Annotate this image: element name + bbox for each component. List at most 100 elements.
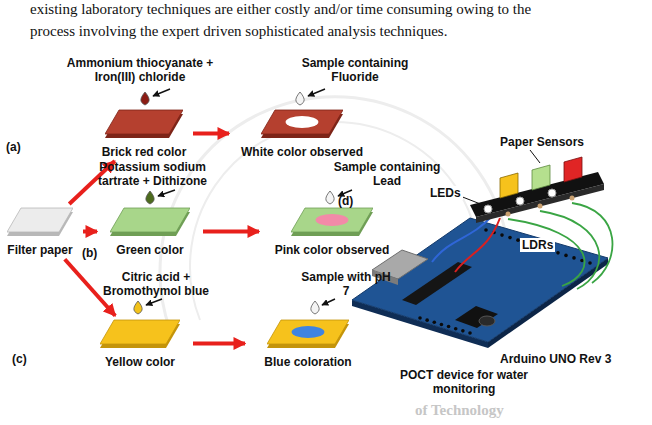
paper-sensor bbox=[500, 173, 518, 198]
header-pin bbox=[508, 236, 512, 240]
paper-face bbox=[7, 208, 73, 232]
led bbox=[484, 205, 492, 213]
header-pin bbox=[484, 228, 488, 232]
header-pin bbox=[461, 329, 465, 333]
sensor-holder bbox=[432, 150, 612, 289]
header-pin bbox=[588, 261, 592, 265]
reaction-arrow bbox=[203, 230, 259, 234]
part-label: LDRs bbox=[520, 238, 555, 252]
reaction-arrow bbox=[193, 342, 245, 346]
filter-paper: Filter paper bbox=[0, 206, 80, 257]
reaction-arrow bbox=[193, 132, 229, 136]
result-paper: White color observed bbox=[232, 108, 372, 159]
leader-line bbox=[460, 196, 483, 205]
paper-face bbox=[100, 320, 180, 344]
paper-shape bbox=[110, 206, 190, 238]
header-pin bbox=[418, 316, 422, 320]
panel-letter: (c) bbox=[12, 352, 27, 366]
ldr-wire bbox=[572, 203, 612, 283]
ldr bbox=[506, 212, 511, 217]
header-pin bbox=[500, 233, 504, 237]
paper-sensor bbox=[532, 165, 550, 190]
color-spot bbox=[316, 214, 349, 226]
pointer-arrow bbox=[146, 299, 162, 305]
header-pin bbox=[447, 325, 451, 329]
reagent-paper: Brick red color bbox=[98, 108, 190, 159]
led bbox=[548, 189, 556, 197]
body-text: process involving the expert driven soph… bbox=[30, 22, 447, 40]
reagent-paper: Green color bbox=[100, 206, 200, 257]
part-label: Arduino UNO Rev 3 bbox=[500, 352, 611, 366]
paper-caption: Green color bbox=[100, 243, 200, 257]
color-spot bbox=[292, 326, 325, 338]
paper-face bbox=[110, 208, 190, 232]
paper-shape bbox=[100, 318, 180, 350]
reagent-drop bbox=[134, 301, 142, 314]
header-pin bbox=[440, 323, 444, 327]
panel-letter: (d) bbox=[338, 194, 353, 208]
sample-drop bbox=[296, 92, 304, 105]
header-pin bbox=[468, 331, 472, 335]
result-paper: Pink color observed bbox=[262, 206, 402, 257]
pointer-arrow bbox=[322, 299, 335, 305]
header-pin bbox=[454, 327, 458, 331]
panel-letter: (a) bbox=[6, 140, 21, 154]
leader-line bbox=[530, 150, 540, 163]
watermark-text: of Technology bbox=[415, 403, 504, 417]
ldr-wire bbox=[508, 219, 585, 286]
pointer-arrow bbox=[153, 89, 170, 96]
header-pin bbox=[572, 256, 576, 260]
paper-caption: Blue coloration bbox=[248, 355, 368, 369]
sample-label: Sample with pH 7 bbox=[300, 270, 392, 298]
ldr bbox=[570, 196, 575, 201]
led bbox=[516, 197, 524, 205]
sample-drop bbox=[311, 301, 319, 314]
reagent-drop bbox=[141, 92, 149, 105]
device-caption: POCT device for water monitoring bbox=[378, 368, 550, 396]
paper-face bbox=[291, 208, 373, 232]
paper-shape bbox=[105, 108, 183, 140]
reaction-arrow bbox=[83, 230, 97, 234]
paper-face bbox=[105, 110, 183, 134]
led-wire bbox=[455, 218, 500, 272]
led-wire bbox=[432, 216, 492, 262]
header-pin bbox=[556, 251, 560, 255]
paper-shape bbox=[7, 206, 73, 238]
paper-sensor bbox=[564, 157, 582, 182]
header-pin bbox=[564, 254, 568, 258]
power-jack bbox=[455, 306, 498, 328]
reagent-label: Potassium sodium tartrate + Dithizone bbox=[85, 160, 220, 188]
header-pin bbox=[432, 320, 436, 324]
paper-face bbox=[267, 320, 349, 344]
paper-caption: Brick red color bbox=[98, 145, 190, 159]
paper-face bbox=[261, 110, 343, 134]
paper-caption: Filter paper bbox=[0, 243, 80, 257]
paper-caption: Pink color observed bbox=[262, 243, 402, 257]
result-paper: Blue coloration bbox=[248, 318, 368, 369]
color-spot bbox=[286, 116, 319, 128]
reagent-drop bbox=[146, 191, 154, 204]
part-label: LEDs bbox=[428, 186, 463, 200]
sample-label: Sample containing Lead bbox=[322, 160, 452, 188]
paper-caption: Yellow color bbox=[90, 355, 190, 369]
pointer-arrow bbox=[158, 190, 175, 196]
sample-label: Sample containing Fluoride bbox=[290, 56, 420, 84]
watermark-arc bbox=[190, 122, 480, 320]
paper-shape bbox=[261, 108, 343, 140]
ldr bbox=[538, 204, 543, 209]
pin-header bbox=[418, 228, 592, 335]
paper-caption: White color observed bbox=[232, 145, 372, 159]
pointer-arrow bbox=[308, 89, 325, 96]
microcontroller-chip bbox=[402, 262, 472, 305]
reagent-label: Ammonium thiocyanate + Iron(III) chlorid… bbox=[50, 56, 230, 84]
body-text: existing laboratory techniques are eithe… bbox=[30, 0, 531, 18]
reagent-label: Citric acid + Bromothymol blue bbox=[96, 270, 216, 298]
paper-shape bbox=[291, 206, 373, 238]
panel-letter: (b) bbox=[82, 246, 97, 260]
paper-shape bbox=[267, 318, 349, 350]
header-pin bbox=[425, 318, 429, 322]
power-jack bbox=[479, 316, 495, 326]
sample-drop bbox=[326, 191, 334, 204]
reagent-paper: Yellow color bbox=[90, 318, 190, 369]
